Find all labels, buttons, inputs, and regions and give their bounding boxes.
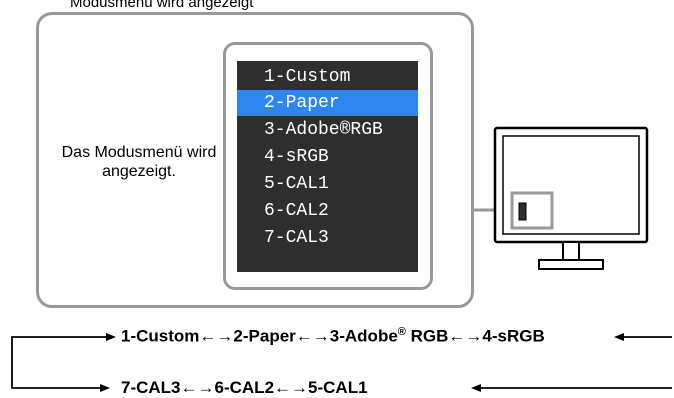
seq-mode-5-cal1: 5-CAL1: [308, 378, 368, 397]
menu-item-3-adobergb[interactable]: 3-Adobe®RGB: [264, 120, 383, 140]
monitor-neck: [562, 241, 580, 261]
seq-mode-2-paper: 2-Paper: [233, 326, 296, 346]
seq-mode-3-rgb: RGB: [405, 326, 449, 346]
arrowhead-left-top: [614, 333, 624, 341]
menu-item-6-cal2[interactable]: 6-CAL2: [264, 201, 329, 221]
top-caption-partial: Modusmenü wird angezeigt: [70, 0, 254, 11]
cycle-line-left-top: [11, 336, 110, 362]
monitor-osd-mini-menu: [518, 202, 527, 221]
seq-arrow: ←→: [295, 326, 330, 346]
monitor-base: [538, 259, 604, 270]
arrowhead-left-bottom: [471, 384, 481, 392]
mode-menu: 1-Custom 2-Paper 3-Adobe®RGB 4-sRGB 5-CA…: [237, 61, 418, 272]
arrowhead-right-top: [106, 333, 116, 341]
seq-mode-3-adobe: 3-Adobe: [329, 326, 398, 346]
description-text: Das Modusmenü wird angezeigt.: [61, 144, 217, 180]
menu-item-4-srgb[interactable]: 4-sRGB: [264, 147, 329, 167]
mode-sequence-row-1: 1-Custom←→2-Paper←→3-Adobe® RGB←→4-sRGB: [121, 326, 545, 347]
mode-sequence-row-2: 7-CAL3←→6-CAL2←→5-CAL1: [121, 378, 368, 398]
monitor-icon: [493, 126, 649, 270]
seq-arrow: ←→: [180, 378, 215, 397]
menu-item-5-cal1[interactable]: 5-CAL1: [264, 174, 329, 194]
seq-mode-1-custom: 1-Custom: [121, 326, 200, 346]
seq-mode-7-cal3: 7-CAL3: [121, 378, 181, 397]
menu-item-7-cal3[interactable]: 7-CAL3: [264, 228, 329, 248]
cycle-line-left-bottom: [11, 362, 103, 389]
sequence-cycle-lines: [11, 336, 672, 389]
seq-arrow: ←→: [199, 326, 234, 346]
menu-item-1-custom[interactable]: 1-Custom: [264, 67, 351, 87]
monitor-osd-callout-box: [510, 191, 554, 230]
registered-mark: ®: [397, 326, 406, 338]
arrowhead-right-bottom: [100, 384, 110, 392]
menu-item-2-paper[interactable]: 2-Paper: [237, 90, 418, 116]
seq-arrow: ←→: [274, 378, 309, 397]
seq-mode-6-cal2: 6-CAL2: [214, 378, 275, 397]
sequence-arrowheads: [100, 333, 624, 392]
seq-arrow: ←→: [448, 326, 483, 346]
seq-mode-4-srgb: 4-sRGB: [482, 326, 545, 346]
